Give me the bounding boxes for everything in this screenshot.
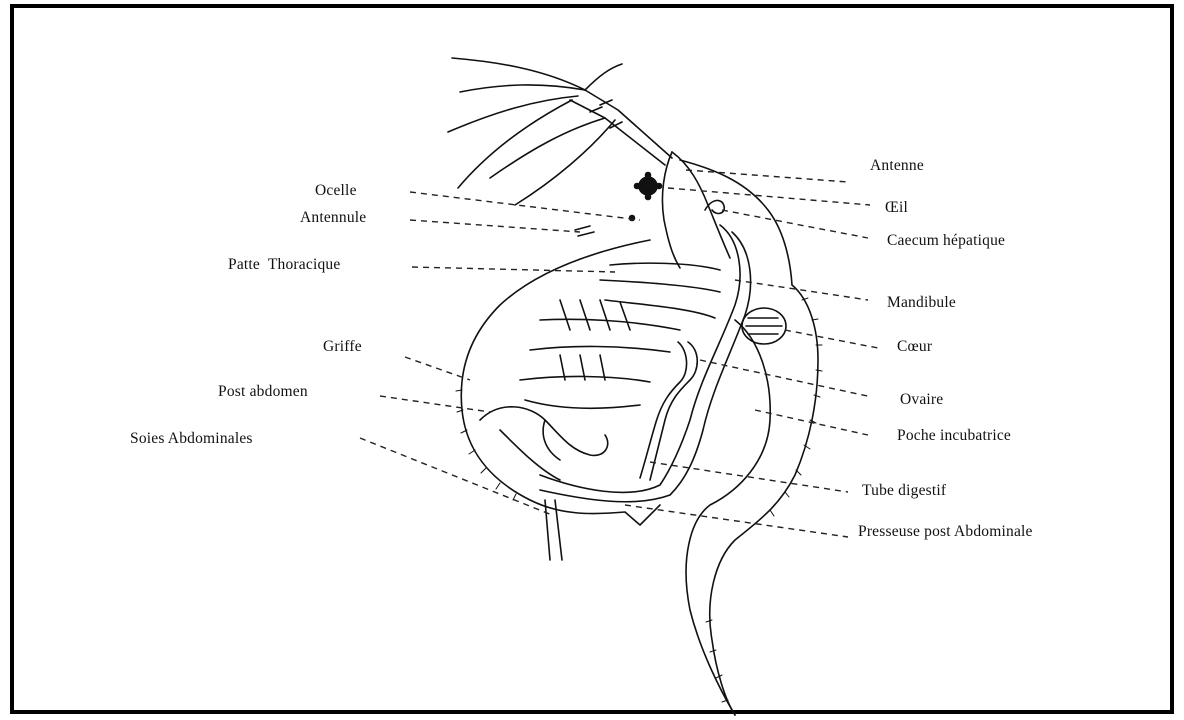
label-ovaire: Ovaire (900, 391, 943, 409)
leader-post-abdomen (380, 396, 490, 412)
label-tube-digestif: Tube digestif (862, 482, 946, 500)
leader-poche (755, 410, 868, 435)
legs-drawing (520, 263, 720, 408)
leader-griffe (405, 357, 470, 380)
leader-ocelle (410, 192, 640, 220)
label-caecum-hepatique: Caecum hépatique (887, 232, 1005, 250)
leader-lines (360, 170, 878, 537)
leader-ovaire (700, 360, 872, 397)
leader-soies (360, 438, 552, 515)
antenna-drawing (448, 58, 672, 205)
leader-oeil (668, 188, 870, 205)
label-mandibule: Mandibule (887, 294, 956, 312)
label-antennule: Antennule (300, 209, 366, 227)
leader-tube (650, 462, 848, 492)
label-patte-thoracique: Patte Thoracique (228, 256, 340, 274)
leader-antennule (410, 220, 580, 232)
leader-caecum (722, 210, 868, 238)
label-soies-abdominales: Soies Abdominales (130, 430, 253, 448)
leader-coeur (785, 330, 878, 348)
leader-patte (412, 267, 615, 272)
leader-presseuse (625, 505, 848, 537)
shell-setae (456, 298, 822, 702)
label-post-abdomen: Post abdomen (218, 383, 308, 401)
label-griffe: Griffe (323, 338, 362, 356)
label-oeil: Œil (885, 199, 908, 217)
label-poche-incubatrice: Poche incubatrice (897, 427, 1011, 445)
label-coeur: Cœur (897, 338, 932, 356)
label-ocelle: Ocelle (315, 182, 357, 200)
label-presseuse-post-abdominale: Presseuse post Abdominale (858, 523, 1033, 541)
label-antenne: Antenne (870, 157, 924, 175)
leader-antenne (686, 170, 848, 182)
heart-drawing (742, 308, 786, 344)
gut-drawing (540, 225, 751, 502)
leader-mandibule (735, 280, 868, 300)
